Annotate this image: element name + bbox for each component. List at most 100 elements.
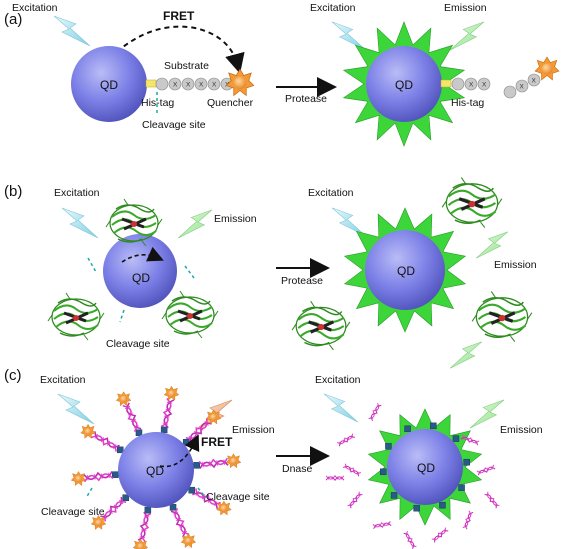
bead-mark: X — [482, 82, 487, 89]
fragment-bead-marks: X X — [469, 82, 487, 89]
emission-label: Emission — [232, 424, 275, 436]
substrate-chain — [155, 77, 234, 91]
quantum-dot-right — [365, 230, 445, 310]
emission-bolt-right-icon — [475, 231, 509, 259]
dna-anchor-icon — [188, 486, 195, 494]
cleavage-site-left-label: Cleavage site — [41, 506, 105, 518]
dna-anchor-icon — [160, 426, 168, 434]
cleavage-site-label: Cleavage site — [142, 119, 206, 131]
bead-mark: X — [469, 82, 474, 89]
emission-right-label: Emission — [500, 424, 543, 436]
his-tag-linker-right — [440, 79, 452, 88]
bead-mark: X — [212, 82, 217, 89]
excitation-label: Excitation — [40, 374, 86, 386]
dna-strand-icon — [160, 397, 175, 429]
emission-bolt-icon — [449, 21, 485, 51]
bead-mark: X — [199, 82, 204, 89]
cleavage-dash — [119, 309, 125, 323]
quencher-icon — [180, 533, 197, 548]
quantum-dot-right — [366, 46, 442, 122]
qd-right-label: QD — [417, 461, 435, 475]
bead-mark: X — [173, 82, 178, 89]
dna-anchor-icon — [439, 501, 446, 509]
substrate-label: Substrate — [164, 60, 209, 72]
dna-anchor-icon — [385, 443, 392, 450]
dna-fragment-icon — [372, 520, 392, 530]
emission-right-label: Emission — [494, 259, 537, 271]
cleavage-site-right-label: Cleavage site — [206, 491, 270, 503]
excitation-bolt-right-icon — [331, 207, 367, 237]
excitation-right-label: Excitation — [310, 2, 356, 14]
dna-anchor-icon — [458, 484, 465, 491]
cleavage-site-label: Cleavage site — [106, 338, 170, 350]
his-tag-label: His-tag — [141, 97, 174, 109]
excitation-bolt-icon — [57, 393, 95, 425]
dna-anchor-icon — [413, 504, 420, 512]
dna-fragment-icon — [431, 526, 449, 544]
dna-fragment-icon — [342, 463, 362, 477]
his-tag-linker — [145, 79, 157, 88]
quencher-icon — [163, 385, 180, 401]
fret-label: FRET — [201, 435, 233, 449]
dna-strand-icon — [121, 401, 142, 433]
panel-b-label: (b) — [4, 183, 22, 200]
cleavage-dash — [197, 487, 207, 499]
dna-strand-icon — [82, 470, 114, 483]
dna-anchor-icon — [404, 425, 411, 433]
dna-fragment-icon — [346, 491, 364, 509]
cleavage-dash — [85, 487, 93, 499]
dna-fragment-icon — [368, 402, 382, 422]
quencher-icon — [132, 538, 149, 549]
dna-strand-icon — [170, 507, 191, 539]
protein-released-right-icon — [470, 290, 534, 344]
fret-label: FRET — [163, 9, 195, 23]
protein-right-icon — [160, 290, 220, 340]
excitation-label: Excitation — [54, 187, 100, 199]
qd-right-label: QD — [395, 78, 413, 92]
dna-fragment-icon — [476, 464, 496, 476]
panel-b: (b) Excitation Emission QD Cleavage site… — [4, 176, 537, 369]
dna-anchor-icon — [135, 429, 143, 436]
dna-anchor-icon — [193, 462, 200, 469]
protease-label: Protease — [285, 93, 327, 105]
dna-anchor-icon — [463, 458, 470, 466]
protein-left-icon — [46, 292, 106, 342]
his-tag-right-label: His-tag — [451, 97, 484, 109]
excitation-bolt-icon — [61, 207, 99, 239]
bead-mark: X — [186, 82, 191, 89]
emission-right-label: Emission — [444, 2, 487, 14]
bead-mark: X — [520, 84, 525, 91]
excitation-label: Excitation — [12, 2, 58, 14]
dna-fragment-icon — [325, 475, 345, 481]
emission-bolt-icon — [177, 209, 213, 239]
dna-fragment-icon — [483, 491, 501, 509]
dna-anchor-icon — [117, 446, 124, 454]
dna-fragment-icon — [336, 433, 356, 447]
quencher-icon — [225, 453, 242, 469]
dna-anchor-icon — [452, 435, 460, 442]
fret-arrow — [121, 246, 164, 263]
dna-anchor-icon — [430, 422, 437, 430]
panel-a-label: (a) — [4, 11, 22, 28]
qd-label: QD — [146, 464, 164, 478]
excitation-bolt-right-icon — [323, 393, 359, 423]
excitation-right-label: Excitation — [315, 374, 361, 386]
dna-strand-icon — [90, 430, 121, 453]
quencher-label: Quencher — [207, 97, 254, 109]
cleavage-dash — [87, 257, 97, 273]
dna-anchor-icon — [144, 506, 152, 514]
dna-strand-icon — [198, 457, 230, 470]
quencher-icon — [216, 500, 232, 516]
emission-bolt-right-icon — [469, 399, 505, 429]
fret-arrow — [159, 434, 200, 468]
quencher-icon — [70, 471, 87, 486]
substrate-fragment-attached — [451, 77, 491, 91]
emission-bolt-bottom-icon — [449, 341, 483, 369]
protein-released-left-icon — [290, 300, 352, 352]
dna-anchor-icon — [122, 494, 130, 501]
fret-arrow — [109, 25, 245, 74]
quantum-dot — [118, 432, 194, 508]
qd-label: QD — [100, 78, 118, 92]
bead-mark: X — [532, 78, 537, 85]
